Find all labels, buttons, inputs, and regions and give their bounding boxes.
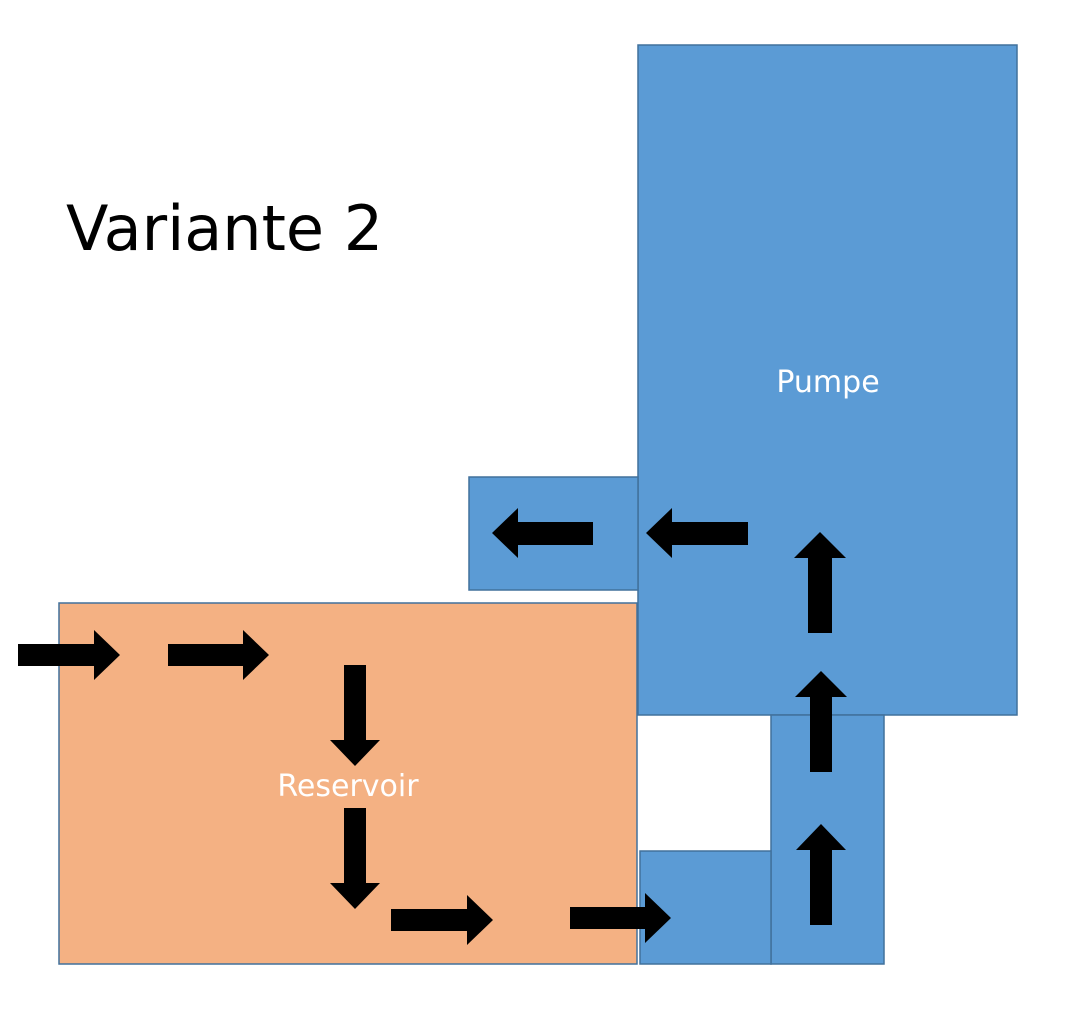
- flow-arrow-right-icon: [18, 630, 120, 680]
- flow-arrow-down-icon: [330, 808, 380, 909]
- diagram-title: Variante 2: [66, 192, 383, 265]
- flow-arrow-right-icon: [570, 893, 671, 943]
- flow-arrow-left-icon: [492, 508, 593, 558]
- flow-arrow-right-icon: [391, 895, 493, 945]
- flow-arrow-up-icon: [795, 671, 847, 772]
- flow-arrow-up-icon: [794, 532, 846, 633]
- flow-arrow-right-icon: [168, 630, 269, 680]
- inlet-connector-block: [639, 850, 772, 965]
- pump-label: Pumpe: [776, 365, 879, 400]
- flow-arrow-down-icon: [330, 665, 380, 766]
- flow-arrow-up-icon: [796, 824, 846, 925]
- reservoir-label: Reservoir: [277, 769, 419, 804]
- flow-arrow-left-icon: [646, 508, 748, 558]
- reservoir-block: [58, 602, 638, 965]
